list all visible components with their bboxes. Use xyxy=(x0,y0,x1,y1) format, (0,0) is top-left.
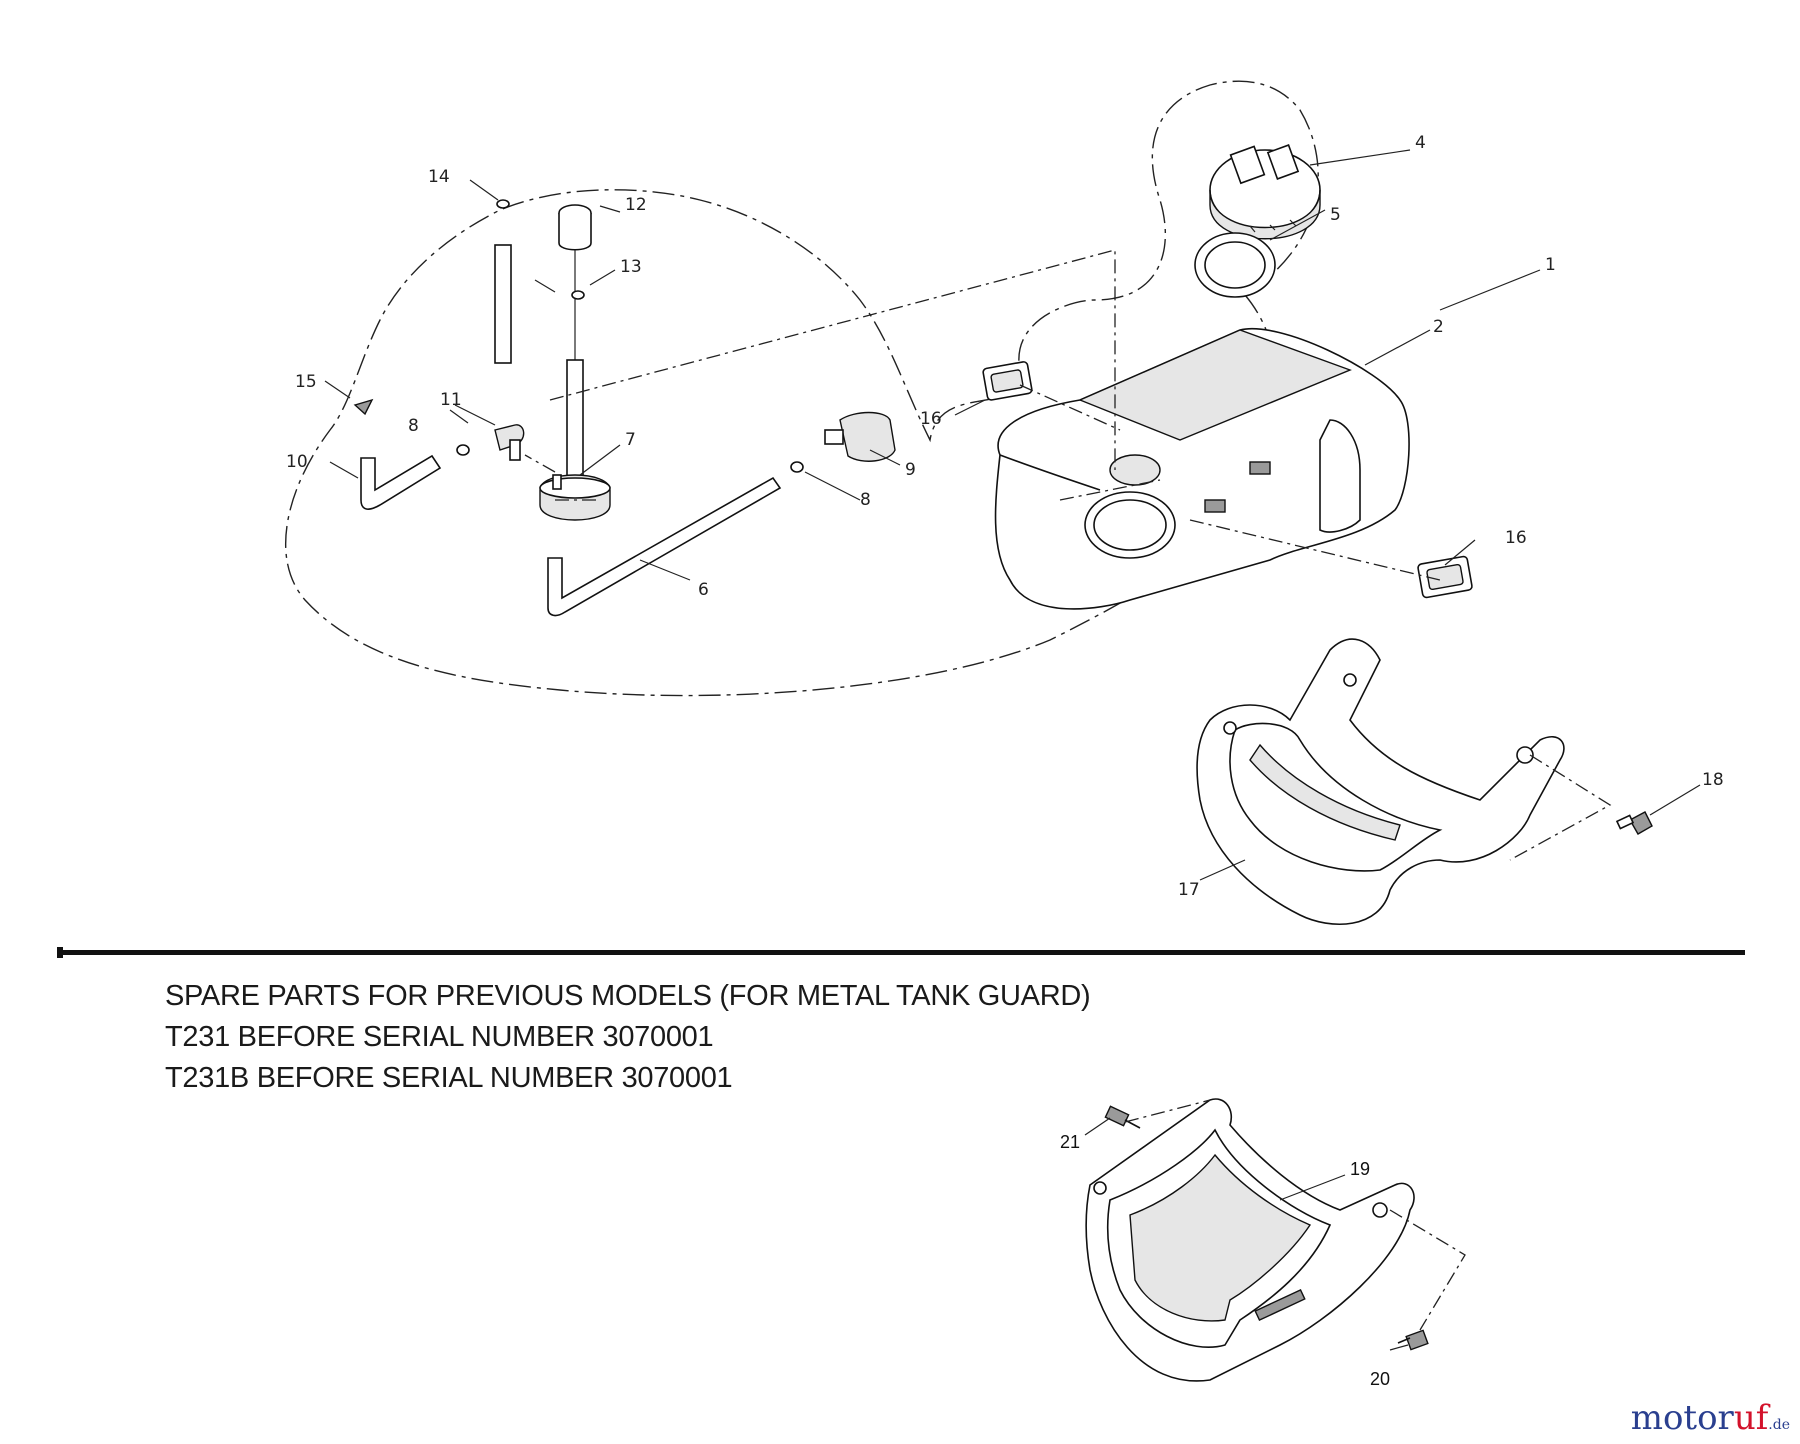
callout-17: 17 xyxy=(1178,880,1200,900)
guard-assembly-line xyxy=(1509,754,1612,861)
callout-12: 12 xyxy=(625,195,647,215)
callout-9: 9 xyxy=(905,460,916,480)
fuel-cap-part xyxy=(1209,144,1321,240)
assembly-line-2 xyxy=(1019,384,1121,431)
primer-bulb-part xyxy=(824,411,896,462)
section-divider xyxy=(57,950,1745,955)
hose-clamp-part xyxy=(353,398,374,416)
note-serial-t231b: T231B BEFORE SERIAL NUMBER 3070001 xyxy=(165,1062,733,1094)
callout-21: 21 xyxy=(1060,1132,1080,1152)
brand-watermark: motoruf.de xyxy=(1630,1398,1790,1438)
callout-20: 20 xyxy=(1370,1369,1390,1389)
callout-8-left: 8 xyxy=(408,416,419,436)
o-ring-left-part xyxy=(456,444,470,456)
cap-gasket-part xyxy=(1194,232,1276,298)
callout-10: 10 xyxy=(286,452,308,472)
metal-guard-assembly-line-1 xyxy=(1124,1099,1211,1123)
note-spare-parts-heading: SPARE PARTS FOR PREVIOUS MODELS (FOR MET… xyxy=(165,980,1091,1012)
callout-leaders xyxy=(324,149,1701,1351)
callout-6: 6 xyxy=(698,580,709,600)
assembly-line-4 xyxy=(1059,479,1161,501)
callout-16-left: 16 xyxy=(920,409,942,429)
assembly-line-5 xyxy=(524,454,600,501)
callout-5: 5 xyxy=(1330,205,1341,225)
callout-14: 14 xyxy=(428,167,450,187)
assembly-line-3 xyxy=(1189,519,1441,581)
callout-18: 18 xyxy=(1702,770,1724,790)
fuel-tank-part xyxy=(994,327,1410,610)
tank-guard-screw-part xyxy=(1615,811,1653,835)
note-serial-t231: T231 BEFORE SERIAL NUMBER 3070001 xyxy=(165,1021,714,1053)
breather-hose-part xyxy=(494,199,512,364)
return-hose-part xyxy=(360,454,442,510)
fuel-hose-part xyxy=(547,476,782,617)
grommet-left-part xyxy=(982,361,1033,401)
metal-tank-guard-part xyxy=(1085,1098,1415,1382)
metal-guard-screw-right-part xyxy=(1397,1329,1429,1351)
metal-guard-screw-left-part xyxy=(1104,1105,1141,1129)
callout-2: 2 xyxy=(1433,317,1444,337)
callout-8-right: 8 xyxy=(860,490,871,510)
callout-7: 7 xyxy=(625,430,636,450)
callout-1: 1 xyxy=(1545,255,1556,275)
assembly-line-1 xyxy=(549,249,1116,470)
metal-guard-assembly-line-2 xyxy=(1389,1209,1466,1331)
assembly-boundary-outline xyxy=(285,80,1319,697)
section-divider-end xyxy=(57,947,63,958)
callout-19: 19 xyxy=(1350,1159,1370,1179)
callout-16-right: 16 xyxy=(1505,528,1527,548)
o-ring-right-part xyxy=(790,461,804,473)
fuel-line-grommet-part xyxy=(539,359,611,521)
callout-11: 11 xyxy=(440,390,462,410)
callout-13: 13 xyxy=(620,257,642,277)
callout-4: 4 xyxy=(1415,133,1426,153)
grommet-right-part xyxy=(1417,555,1473,599)
elbow-fitting-part xyxy=(494,424,525,461)
fuel-filter-part xyxy=(534,204,592,360)
callout-15: 15 xyxy=(295,372,317,392)
plastic-tank-guard-part xyxy=(1196,638,1565,925)
